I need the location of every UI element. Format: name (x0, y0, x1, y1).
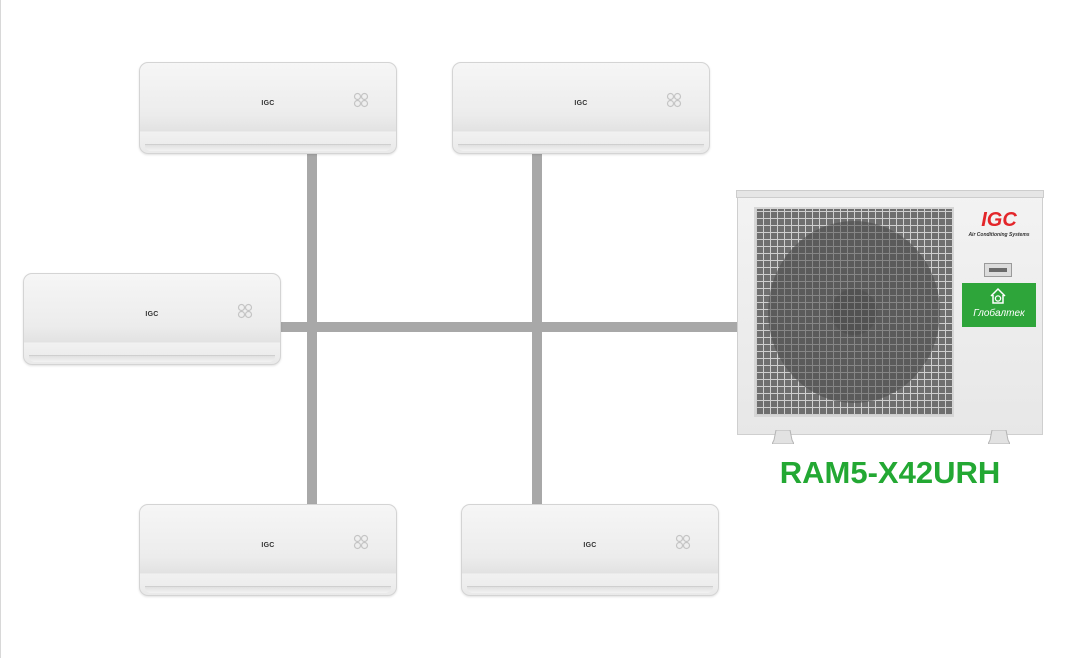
indoor-unit-louver (467, 586, 713, 593)
outdoor-unit-display-icon (984, 263, 1012, 277)
indoor-unit-louver (29, 355, 275, 362)
outdoor-unit: IGC Air Conditioning Systems Глобалтек (736, 190, 1044, 444)
dealer-name: Глобалтек (973, 308, 1025, 319)
outdoor-unit-top-cover (736, 190, 1044, 198)
fan-icon (353, 534, 369, 550)
indoor-unit-louver (145, 144, 391, 151)
fan-icon (666, 92, 682, 108)
indoor-unit-bottom-right: IGC (461, 504, 719, 596)
pipe-vertical-right (532, 150, 542, 506)
outdoor-unit-fan-icon (768, 221, 940, 403)
indoor-unit-top-right: IGC (452, 62, 710, 154)
outdoor-unit-fan-grille (754, 207, 954, 417)
indoor-unit-brand-label: IGC (145, 311, 159, 318)
outdoor-unit-foot-left (772, 430, 794, 444)
left-border-line (0, 0, 1, 658)
indoor-unit-louver (458, 144, 704, 151)
indoor-unit-bottom-left: IGC (139, 504, 397, 596)
fan-icon (353, 92, 369, 108)
indoor-unit-top-left: IGC (139, 62, 397, 154)
house-icon (990, 287, 1006, 304)
indoor-unit-brand-label: IGC (261, 542, 275, 549)
pipe-horizontal-main (280, 322, 738, 332)
outdoor-unit-brand-logo: IGC Air Conditioning Systems (964, 209, 1034, 249)
dealer-badge: Глобалтек (962, 283, 1036, 327)
brand-name: IGC (981, 209, 1017, 231)
outdoor-unit-model-label: RAM5-X42URH (779, 455, 1001, 490)
indoor-unit-brand-label: IGC (261, 100, 275, 107)
indoor-unit-louver (145, 586, 391, 593)
fan-icon (675, 534, 691, 550)
indoor-unit-brand-label: IGC (583, 542, 597, 549)
outdoor-unit-foot-right (988, 430, 1010, 444)
indoor-unit-middle-left: IGC (23, 273, 281, 365)
pipe-vertical-left (307, 150, 317, 506)
brand-subtitle: Air Conditioning Systems (968, 232, 1030, 238)
fan-icon (237, 303, 253, 319)
indoor-unit-brand-label: IGC (574, 100, 588, 107)
